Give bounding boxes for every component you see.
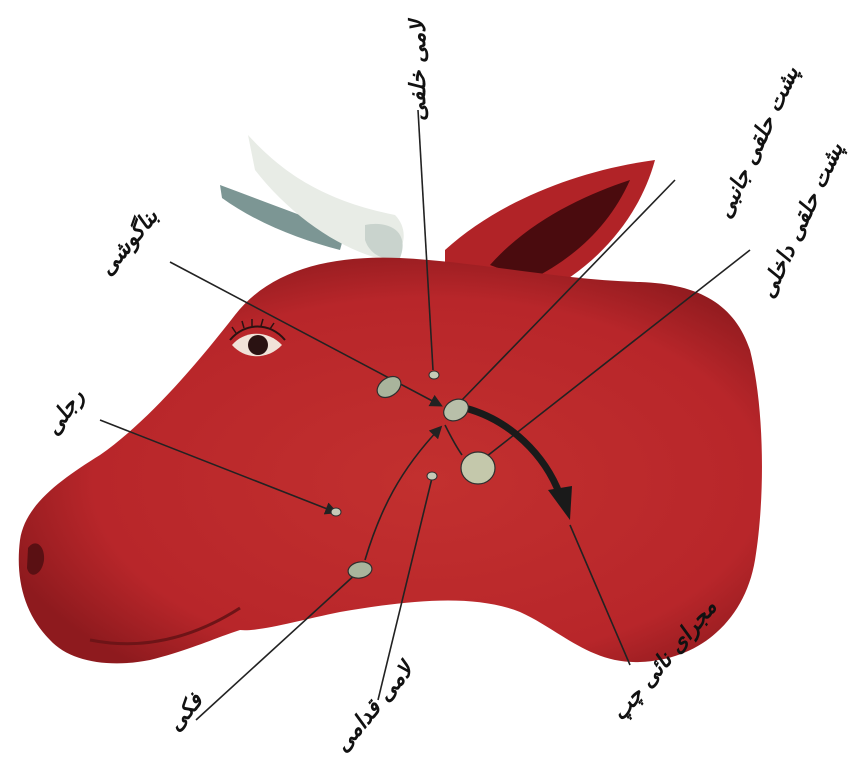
- cow-head-icon: [19, 258, 762, 664]
- node-facial: [331, 508, 341, 516]
- node-rostral-hyoid: [427, 472, 437, 480]
- horn-icon: [220, 135, 404, 260]
- label-lami-khalfi: لامی خلفی: [406, 20, 431, 121]
- node-caudal-hyoid: [429, 371, 439, 379]
- node-medial-retropharyngeal: [461, 452, 495, 484]
